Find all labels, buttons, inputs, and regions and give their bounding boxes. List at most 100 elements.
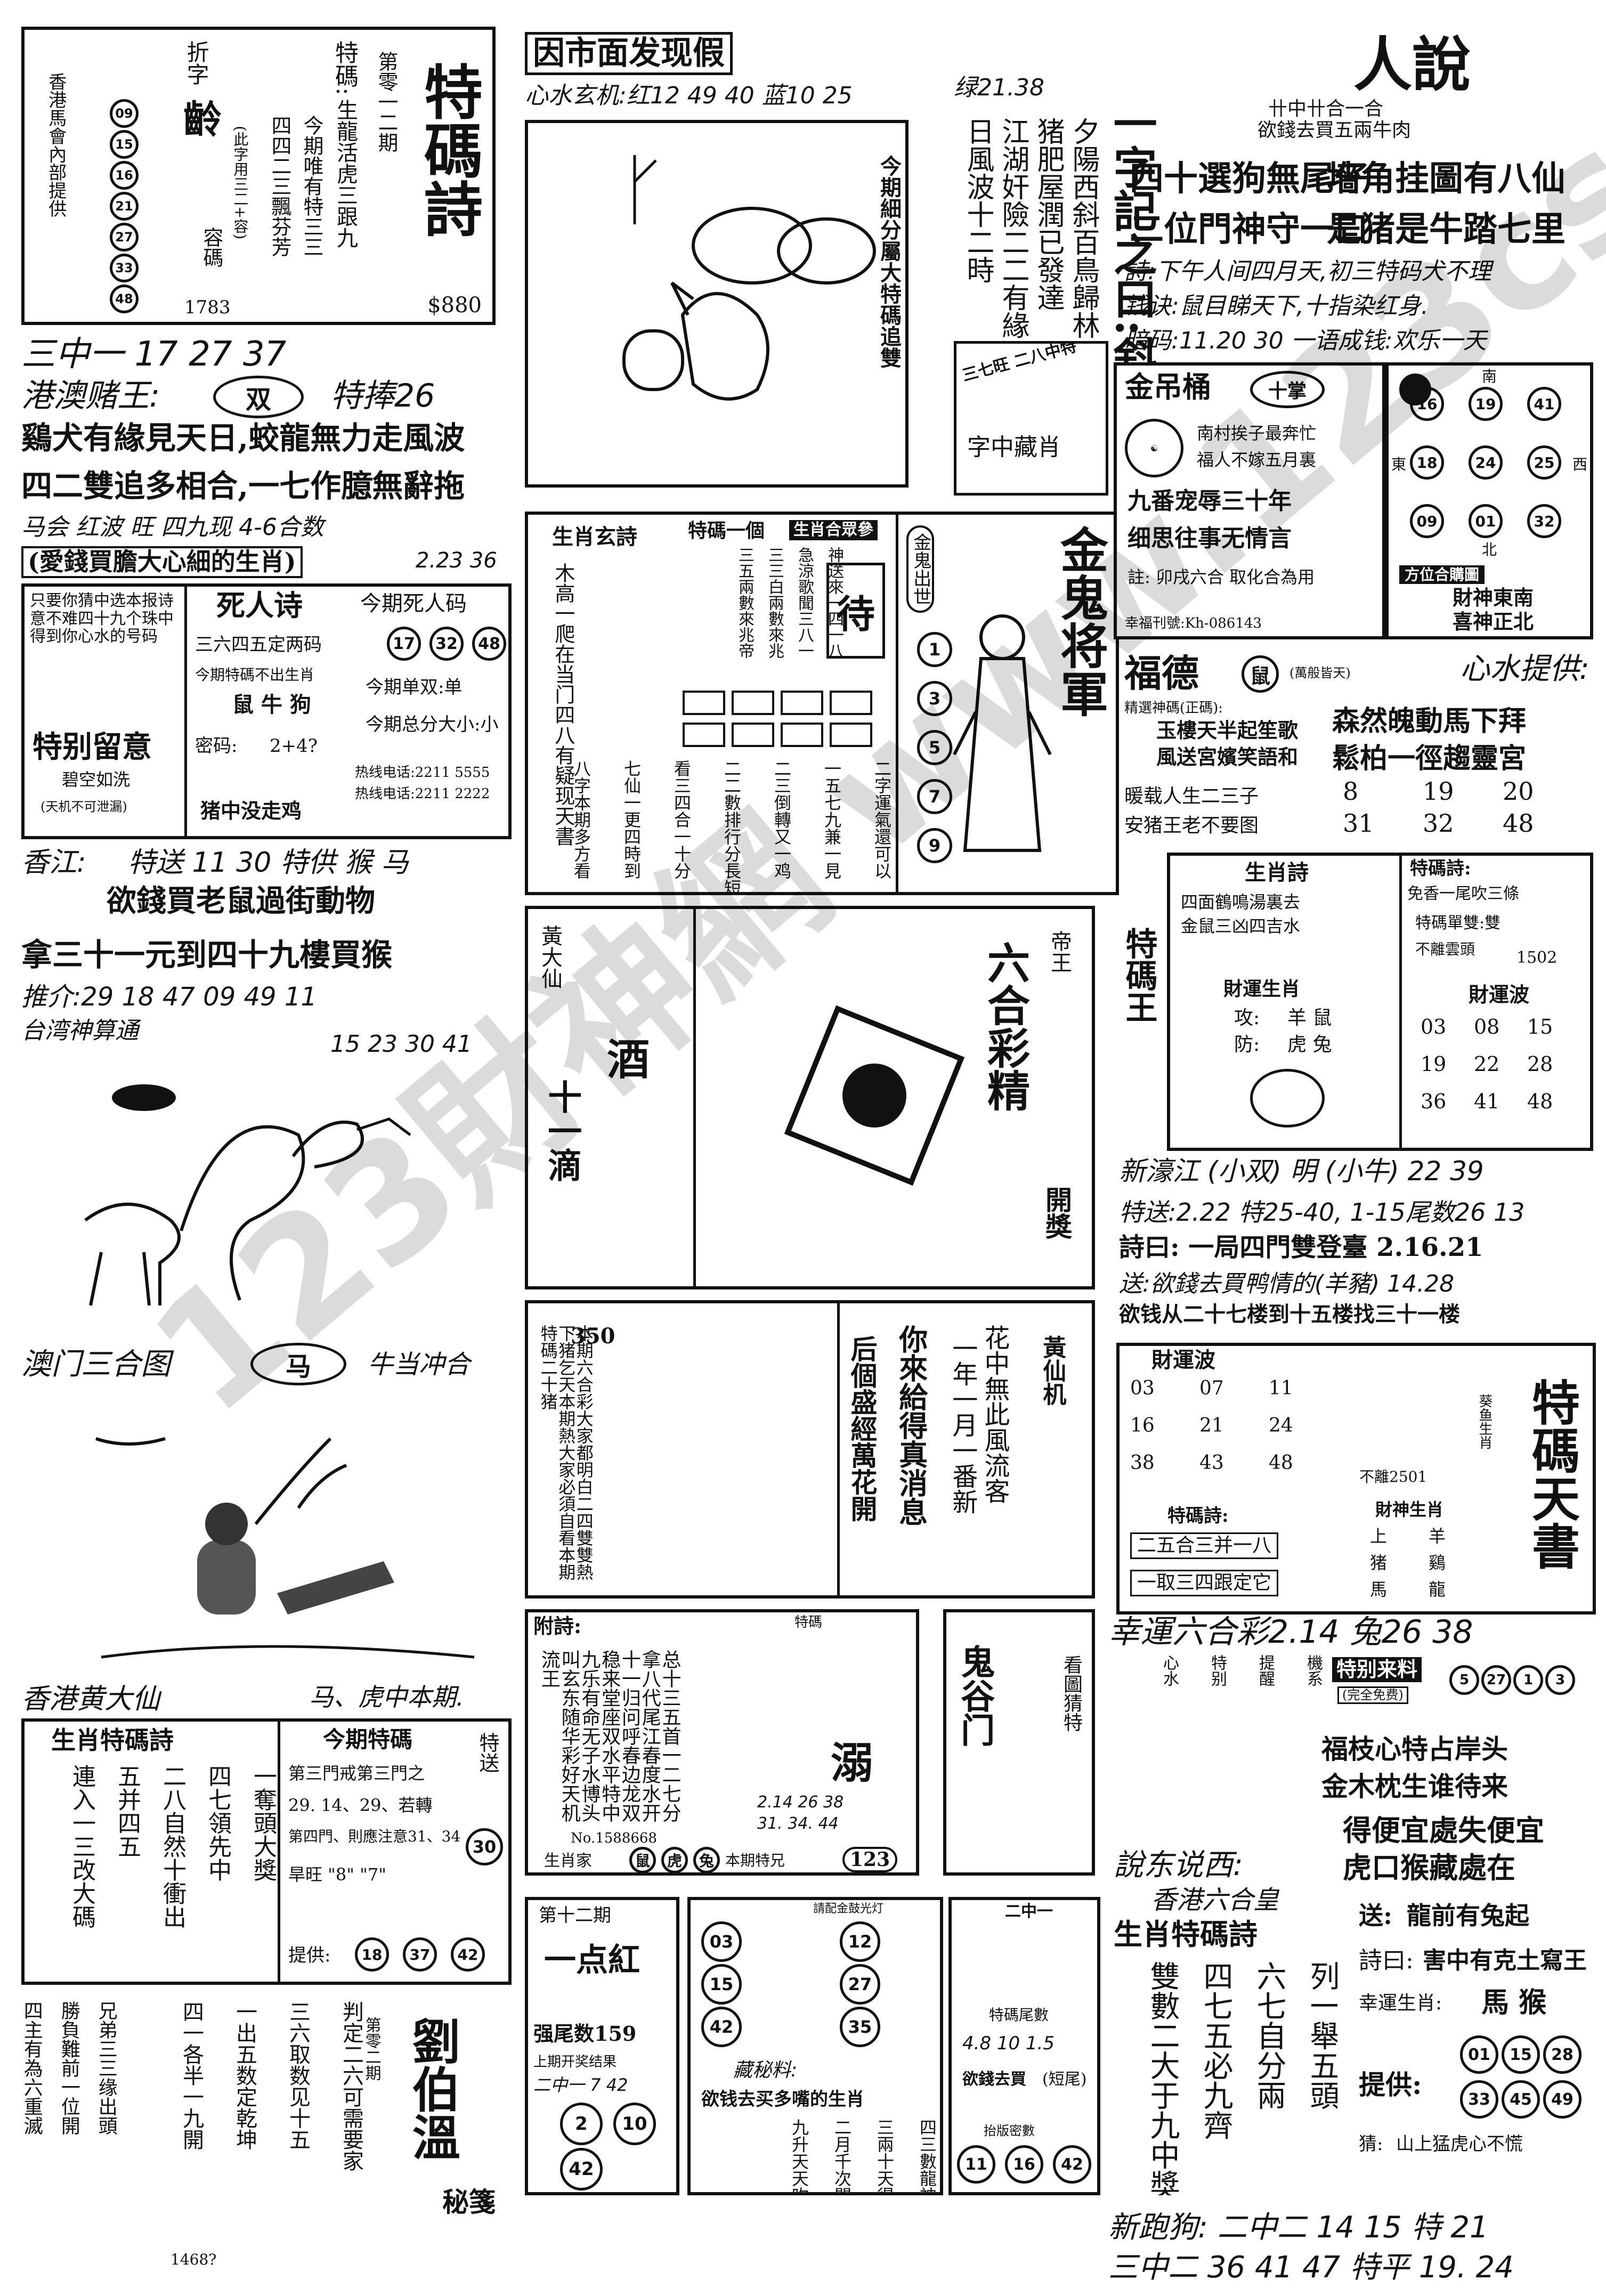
fude-p1: 玉樓天半起笙歌 [1156,718,1299,742]
golden-phone: 幸福刊號:Kh-086143 [1125,615,1262,631]
ph12-t: 第十二期 [539,1905,611,1926]
dead-title: 死人诗 [216,588,303,622]
liu-bottom: 1468? [171,2251,217,2268]
fushi-xiao: 生肖家 [544,1852,592,1870]
dead-number: 48 [472,627,506,661]
vertical-text-column: 急涼歌聞三八一 [795,547,814,659]
grid-cell [683,691,725,715]
sx-gong: 提供: [288,1945,331,1966]
ghost-panel: 鬼谷门 看圖猜特 [943,1609,1095,1876]
tt-zodiac: 財神生肖 [1375,1499,1444,1520]
sm-number: 5 [1449,1665,1479,1695]
macao-illustration [21,1391,506,1689]
tesong-l2: 詩曰: 一局四門雙登臺 2.16.21 [1119,1232,1483,1262]
tt-wave-number: 38 [1130,1452,1155,1474]
general-figure [953,614,1052,852]
send-number: 33 [1460,2080,1498,2119]
tt-wave-number: 07 [1199,1377,1224,1399]
zhezi-label: 折字 [183,40,210,85]
tt-wave-number: 48 [1269,1452,1293,1474]
tmk-gong: 攻: [1234,1007,1260,1029]
fude-p2: 風送宮嬪笑語和 [1156,745,1299,769]
sx-line3: 第四門、則應注意31、34 [288,1828,461,1845]
cm-open: 開獎 [1041,1186,1073,1239]
fushi-hu: 虎 [661,1847,688,1872]
red-line4: (愛錢買膽大心細的生肖) [21,546,303,578]
ph12-s: 一点紅 [544,1942,640,1979]
vertical-text-column: 四七領先中 [204,1764,231,1881]
new-mingjiang: 新濠江 (小双) 明 (小牛) 22 39 [1119,1156,1484,1187]
compass-n: 南 [1482,368,1497,385]
shengxiao-title: 生肖特碼詩 [51,1726,174,1755]
cm-yellow: 黃大仙 [538,925,562,989]
tema-line-b: 生龍活虎三跟九 [333,99,358,248]
tail-tws: 二中一 [1005,1902,1053,1921]
compass-number: 09 [1410,504,1444,538]
fude-label: 福德 [1124,651,1199,695]
bowl-number: 12 [840,1921,880,1962]
rt-line1: 四十選狗無尾仔 [1130,159,1368,199]
hk-poem1: 欲錢買老鼠過街動物 [107,883,375,919]
fushi-text: 总十三五首一二七分拿八代尾江春度水开十一归问呼春边龙双稳来堂座双水平特中九乐有命… [538,1650,681,1822]
vertical-text-column: 夕陽西斜百鳥歸林 [1067,117,1099,339]
tmk-tp1: 免香一尾吹三條 [1407,885,1519,903]
tt-wave-number: 21 [1199,1415,1224,1437]
compass-s: 北 [1482,541,1497,558]
send-l1: 詩曰: [1359,1947,1414,1974]
macao-sub: 牛当冲合 [368,1350,471,1380]
cb-num: 350 [571,1324,615,1349]
vertical-text-column: 一五七九兼一見 [822,760,842,879]
poem-vertical: 夕陽西斜百鳥歸林猪肥屋潤已發達江湖奸險二二有緣日風波十二時 [954,117,1099,341]
cb-f2: 后個盛經萬花開 [846,1335,878,1522]
xj-poem: 神送來一四一八急涼歌聞三八一三三白兩數來兆三五兩數來兆帝 [683,547,843,669]
tmk-wave-number: 48 [1527,1090,1553,1113]
general-number: 7 [917,779,952,814]
fushi-ben: 本期特兄 [725,1852,785,1869]
tt-title: 特碼天書 [1523,1378,1580,1570]
dead-last: 猪中没走鸡 [200,799,302,823]
tt-code: 不離2501 [1359,1468,1427,1486]
general-sub: 金鬼出世 [906,525,934,613]
rt-line2: 墻角挂圖有八仙 [1327,159,1566,199]
tmk-wave: 財運波 [1469,983,1530,1007]
dead-title2: 今期死人码 [360,591,467,616]
xj-title: 生肖玄詩 [552,524,637,549]
vertical-text-column: 八字本期多方看 [571,760,591,879]
golden-circle: 十掌 [1250,371,1325,408]
tmk-fortune: 生肖詩 [1245,860,1309,885]
tmk-gv: 羊 鼠 [1287,1007,1332,1029]
fude-l2: 鬆柏一徑趨靈宮 [1332,742,1527,775]
dead-poem-panel: 只要你猜中选本报诗意不难四十九个珠中得到你心水的号码 特别留意 碧空如洗 (天机… [21,583,512,839]
masthead-title: 人說 [1353,30,1471,99]
send-number: 15 [1502,2035,1540,2074]
bowl-number: 15 [701,1964,742,2005]
xj-number-grid [683,691,885,754]
cb-f1: 你來給得真消息 [894,1325,928,1526]
dead-single: 今期单双:单 [366,677,463,698]
fushi-num0: 2.14 26 38 [757,1793,844,1812]
send-cai: 猜: [1359,2133,1383,2155]
tmk-tp2: 特碼單雙:雙 [1415,914,1501,932]
tail-fen: (短尾) [1042,2070,1087,2089]
tmk-cai: 財運生肖 [1223,978,1301,1000]
hk-line: 特送 11 30 特供 猴 马 [128,847,409,879]
golden-l1: 南村挨子最奔忙 [1197,423,1317,443]
gambler-circle: 双 [213,376,304,418]
fude-r1: 暖载人生二三子 [1124,785,1259,807]
tesong-l1: 特送:2.22 特25-40, 1-15尾数26 13 [1119,1198,1525,1227]
tema-number: 48 [110,285,139,313]
vertical-text-column: 四一各半一九開 [179,2001,204,2150]
green-number: 绿21.38 [954,74,1044,101]
send-number: 28 [1543,2035,1581,2074]
fushi-tesong: 特碼 [794,1614,823,1630]
xj-wait: 待 [826,563,885,659]
tt-wave: 財運波 [1151,1348,1215,1373]
xj-cap: 生肖合眾參 [789,520,878,540]
tmk-tp3: 不離雲頭 [1415,940,1475,958]
tt-zodiac-item: 馬 [1370,1579,1388,1600]
vertical-text-column: 判定二六可需要家 [339,2001,363,2171]
vertical-text-column: 二八自然十衝出 [159,1764,186,1928]
